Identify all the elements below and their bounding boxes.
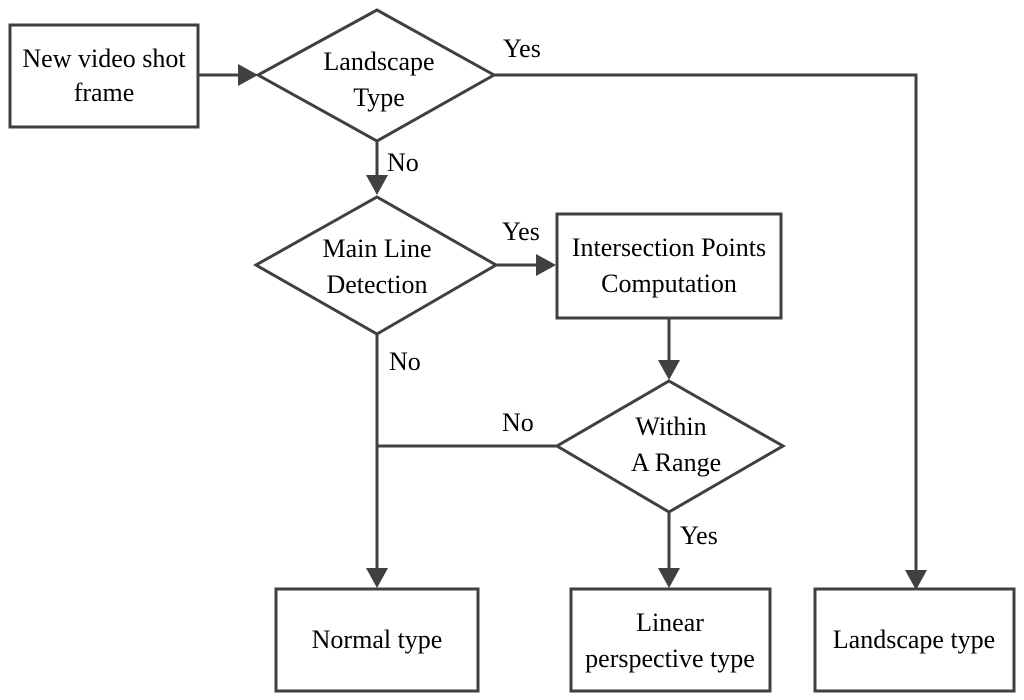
landscape-decision-diamond <box>254 8 498 143</box>
range-decision-label-line1: Within <box>635 412 706 441</box>
landscape-decision-label-line2: Type <box>353 83 405 112</box>
arrowhead-icon <box>658 568 680 588</box>
edge-label-landscape-no: No <box>387 148 419 177</box>
intersection-label-line2: Computation <box>601 269 737 298</box>
range-decision-diamond <box>554 379 787 514</box>
edge-label-range-yes: Yes <box>680 521 718 550</box>
linear-perspective-box <box>569 587 772 693</box>
start-box <box>8 23 200 129</box>
edge-landscape-yes <box>494 73 918 572</box>
arrowhead-icon <box>536 254 556 276</box>
start-label-line2: frame <box>74 78 135 107</box>
main-line-decision-diamond <box>252 195 500 336</box>
normal-type-label: Normal type <box>312 625 443 654</box>
landscape-type-label: Landscape type <box>833 625 995 654</box>
main-line-decision-label-line1: Main Line <box>322 234 431 263</box>
intersection-box <box>555 212 783 320</box>
landscape-decision-label-line1: Landscape <box>323 47 434 76</box>
landscape-type-box <box>813 587 1016 693</box>
arrowhead-icon <box>366 568 388 588</box>
arrowhead-icon <box>905 570 927 590</box>
arrowhead-icon <box>658 360 680 380</box>
edge-label-landscape-yes: Yes <box>503 34 541 63</box>
arrowhead-icon <box>366 175 388 195</box>
arrowhead-icon <box>238 64 258 86</box>
intersection-label-line1: Intersection Points <box>572 233 766 262</box>
edge-label-range-no: No <box>502 408 534 437</box>
normal-type-box <box>274 587 480 693</box>
linear-perspective-label-line1: Linear <box>636 608 704 637</box>
main-line-decision-label-line2: Detection <box>326 270 427 299</box>
edge-label-main-line-no: No <box>389 347 421 376</box>
edge-label-main-line-yes: Yes <box>502 217 540 246</box>
linear-perspective-label-line2: perspective type <box>585 644 755 673</box>
start-label-line1: New video shot <box>22 44 186 73</box>
range-decision-label-line2: A Range <box>631 448 721 477</box>
